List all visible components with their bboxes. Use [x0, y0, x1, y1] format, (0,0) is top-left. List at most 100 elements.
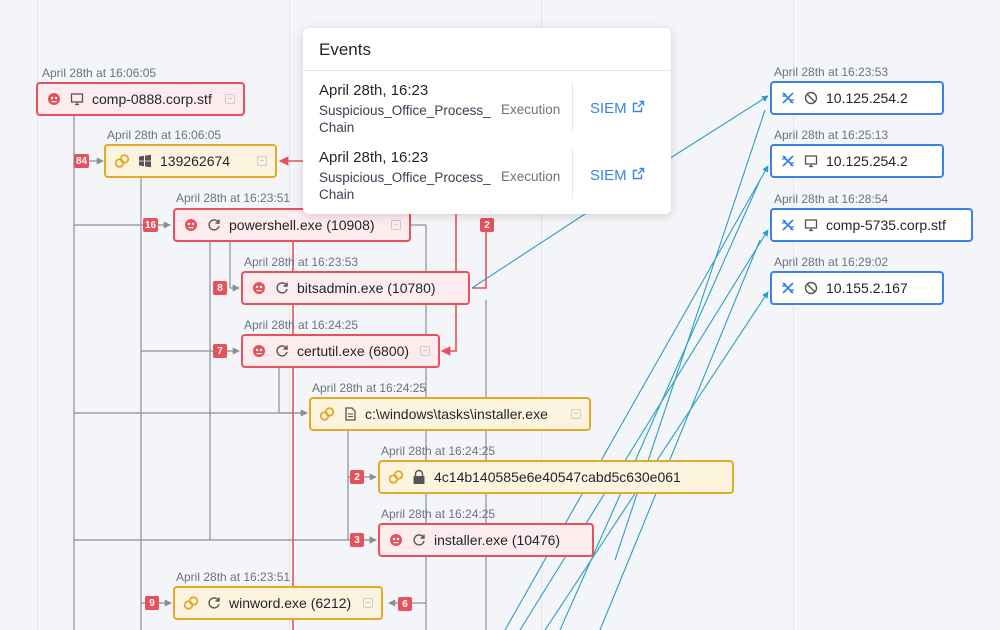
link-icon — [114, 153, 130, 169]
grid-line — [793, 0, 794, 630]
process-icon — [411, 532, 427, 548]
network-icon — [780, 280, 796, 296]
event-count-badge[interactable]: 84 — [74, 154, 90, 168]
event-count-badge[interactable]: 6 — [398, 597, 412, 611]
event-count-badge[interactable]: 2 — [480, 218, 494, 232]
process-icon — [206, 217, 222, 233]
threat-icon — [388, 532, 404, 548]
graph-node-comp-5735[interactable]: comp-5735.corp.stf — [770, 208, 973, 242]
process-icon — [274, 280, 290, 296]
graph-node-139262674[interactable]: 139262674 — [104, 144, 277, 178]
graph-node-comp-0888[interactable]: comp-0888.corp.stf — [36, 82, 245, 116]
external-link-icon — [632, 167, 645, 184]
process-icon — [206, 595, 222, 611]
siem-link-label: SIEM — [590, 100, 627, 117]
graph-node-ip-3[interactable]: 10.155.2.167 — [770, 271, 944, 305]
threat-icon — [183, 217, 199, 233]
blocked-icon — [803, 90, 819, 106]
divider — [303, 70, 671, 71]
edge-network — [519, 229, 769, 630]
node-timestamp: April 28th at 16:25:13 — [774, 128, 889, 142]
event-tactic: Execution — [501, 102, 561, 117]
node-timestamp: April 28th at 16:23:53 — [244, 255, 359, 269]
graph-node-installer-process[interactable]: installer.exe (10476) — [378, 523, 594, 557]
edge-red — [472, 232, 487, 289]
node-timestamp: April 28th at 16:24:25 — [312, 381, 427, 395]
node-timestamp: April 28th at 16:23:53 — [774, 65, 889, 79]
collapse-icon[interactable] — [571, 409, 581, 419]
node-label: 10.155.2.167 — [826, 280, 908, 296]
event-count-badge[interactable]: 16 — [143, 218, 159, 232]
host-icon — [69, 91, 85, 107]
collapse-icon[interactable] — [225, 94, 235, 104]
graph-node-installer-file[interactable]: c:\windows\tasks\installer.exe — [309, 397, 591, 431]
node-timestamp: April 28th at 16:29:02 — [774, 255, 889, 269]
node-label: comp-0888.corp.stf — [92, 91, 212, 107]
siem-link-label: SIEM — [590, 167, 627, 184]
events-popup: Events April 28th, 16:23 Suspicious_Offi… — [303, 28, 671, 214]
host-icon — [803, 217, 819, 233]
event-count-badge[interactable]: 8 — [213, 281, 227, 295]
node-label: powershell.exe (10908) — [229, 217, 375, 233]
divider — [572, 149, 573, 199]
network-icon — [780, 153, 796, 169]
edge-network — [599, 239, 761, 630]
link-icon — [319, 406, 335, 422]
node-timestamp: April 28th at 16:24:25 — [381, 507, 496, 521]
file-icon — [342, 406, 358, 422]
event-date: April 28th, 16:23 — [319, 82, 429, 99]
blocked-icon — [803, 280, 819, 296]
event-name: Suspicious_Office_Process_Chain — [319, 103, 491, 135]
edge-network — [671, 95, 769, 158]
collapse-icon[interactable] — [257, 156, 267, 166]
graph-node-certutil[interactable]: certutil.exe (6800) — [241, 334, 440, 368]
siem-link[interactable]: SIEM — [590, 167, 645, 184]
graph-node-winword[interactable]: winword.exe (6212) — [173, 586, 383, 620]
graph-node-powershell[interactable]: powershell.exe (10908) — [173, 208, 411, 242]
event-count-badge[interactable]: 3 — [350, 533, 364, 547]
event-date: April 28th, 16:23 — [319, 149, 429, 166]
graph-node-hash[interactable]: 4c14b140585e6e40547cabd5c630e061 — [378, 460, 734, 494]
popup-title: Events — [319, 40, 371, 59]
grid-line — [289, 0, 290, 630]
node-timestamp: April 28th at 16:23:51 — [176, 191, 291, 205]
network-icon — [780, 217, 796, 233]
process-icon — [274, 343, 290, 359]
node-timestamp: April 28th at 16:24:25 — [381, 444, 496, 458]
node-label: 10.125.254.2 — [826, 90, 908, 106]
node-timestamp: April 28th at 16:23:51 — [176, 570, 291, 584]
windows-icon — [137, 153, 153, 169]
graph-node-bitsadmin[interactable]: bitsadmin.exe (10780) — [241, 271, 470, 305]
node-label: 139262674 — [160, 153, 231, 169]
node-label: 10.125.254.2 — [826, 153, 908, 169]
node-label: certutil.exe (6800) — [297, 343, 410, 359]
node-timestamp: April 28th at 16:06:05 — [107, 128, 222, 142]
collapse-icon[interactable] — [391, 220, 401, 230]
event-name: Suspicious_Office_Process_Chain — [319, 170, 491, 202]
graph-node-ip-2[interactable]: 10.125.254.2 — [770, 144, 944, 178]
event-count-badge[interactable]: 7 — [213, 344, 227, 358]
graph-node-ip-1[interactable]: 10.125.254.2 — [770, 81, 944, 115]
node-timestamp: April 28th at 16:24:25 — [244, 318, 359, 332]
link-icon — [388, 469, 404, 485]
collapse-icon[interactable] — [363, 598, 373, 608]
event-count-badge[interactable]: 2 — [350, 470, 364, 484]
threat-icon — [251, 343, 267, 359]
node-label: bitsadmin.exe (10780) — [297, 280, 436, 296]
node-label: c:\windows\tasks\installer.exe — [365, 406, 548, 422]
node-timestamp: April 28th at 16:06:05 — [42, 66, 157, 80]
divider — [572, 82, 573, 132]
grid-line — [541, 0, 542, 630]
node-timestamp: April 28th at 16:28:54 — [774, 192, 889, 206]
event-row: April 28th, 16:23 Suspicious_Office_Proc… — [319, 149, 659, 205]
collapse-icon[interactable] — [420, 346, 430, 356]
event-count-badge[interactable]: 9 — [145, 596, 159, 610]
event-row: April 28th, 16:23 Suspicious_Office_Proc… — [319, 82, 659, 138]
network-icon — [780, 90, 796, 106]
siem-link[interactable]: SIEM — [590, 100, 645, 117]
edge-red — [440, 214, 457, 356]
external-link-icon — [632, 100, 645, 117]
threat-icon — [46, 91, 62, 107]
node-label: installer.exe (10476) — [434, 532, 561, 548]
